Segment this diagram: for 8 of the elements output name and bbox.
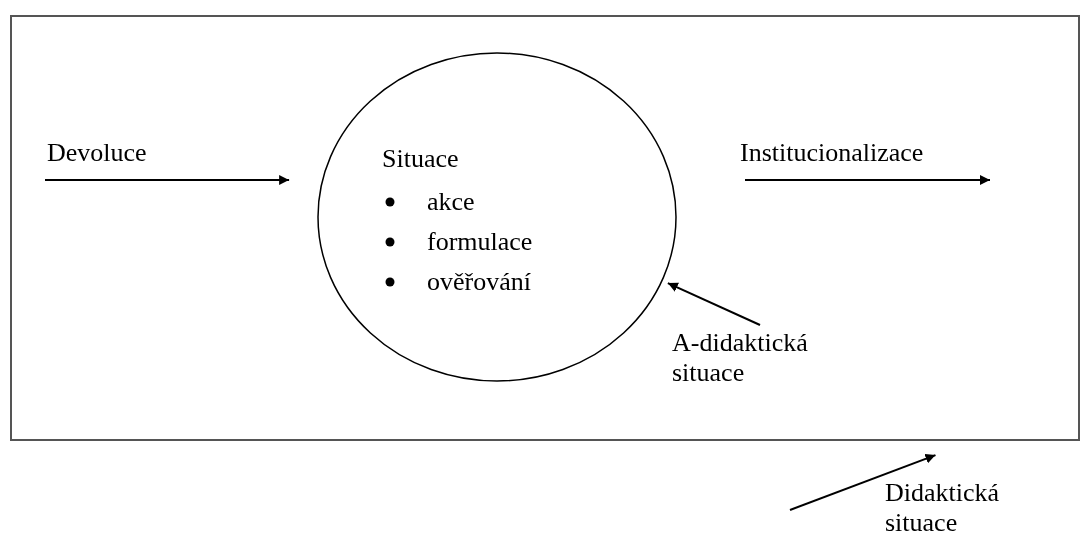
arrow (789, 453, 937, 511)
arrow (44, 175, 291, 185)
frame-rectangle (10, 15, 1080, 441)
heading: Situace (382, 144, 459, 174)
list-item: formulace (427, 227, 533, 257)
list-item: ověřování (427, 267, 531, 297)
list-item: akce (427, 187, 475, 217)
arrow (666, 282, 761, 326)
